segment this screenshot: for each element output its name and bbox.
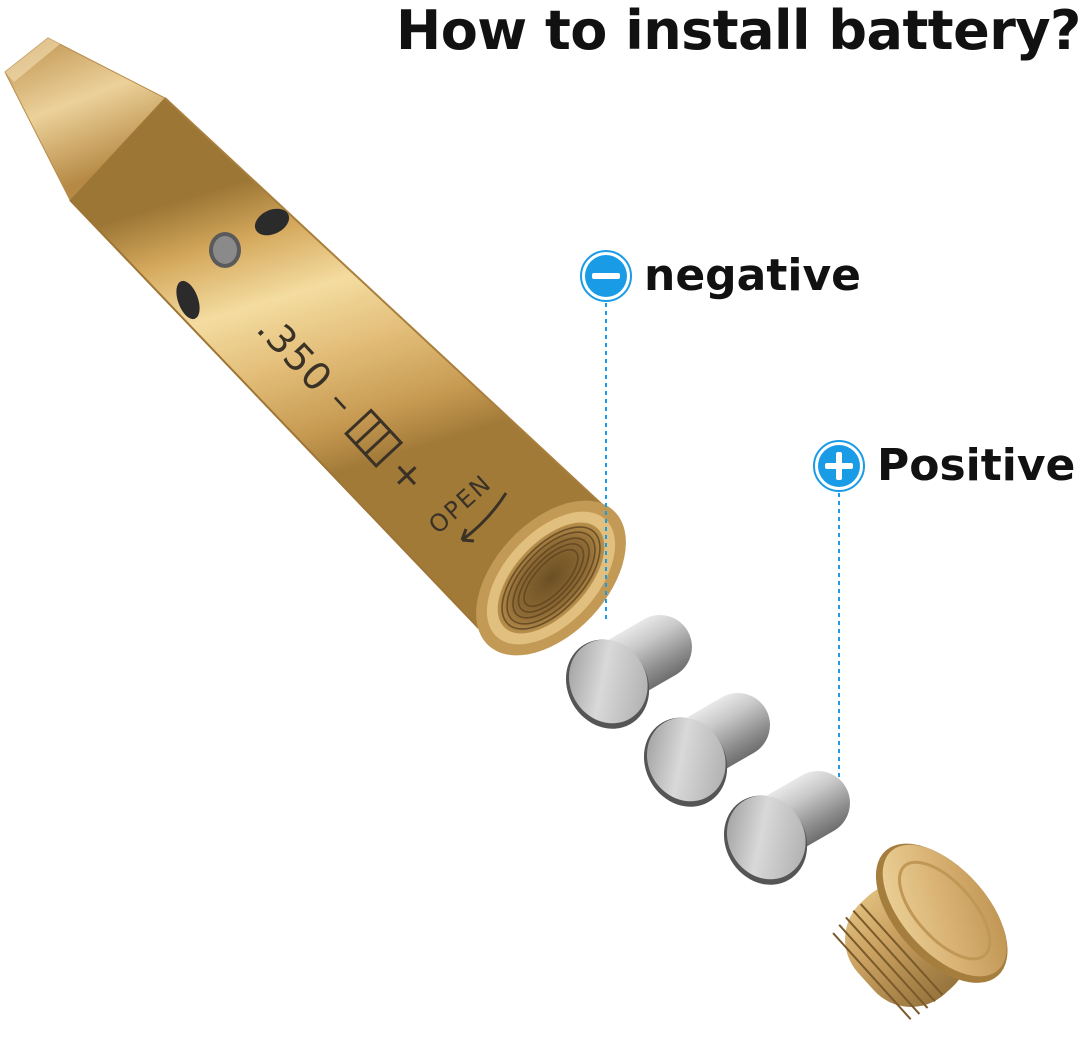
minus-icon — [580, 250, 632, 302]
vent-hole — [254, 208, 290, 236]
bullet-body — [70, 98, 610, 640]
plus-icon — [813, 440, 865, 492]
negative-label: negative — [644, 250, 861, 301]
page-title: How to install battery? — [396, 0, 1081, 62]
battery-engraving-icon — [344, 408, 404, 468]
positive-label: Positive — [877, 440, 1076, 491]
end-cap — [832, 843, 1008, 1020]
positive-marker — [813, 440, 865, 492]
button-cell — [565, 615, 692, 729]
button-cell — [643, 693, 770, 807]
negative-marker — [580, 250, 632, 302]
open-arrow-icon — [460, 492, 508, 543]
button-cell — [723, 771, 850, 885]
vent-hole — [176, 280, 200, 320]
threaded-bore — [497, 522, 605, 634]
